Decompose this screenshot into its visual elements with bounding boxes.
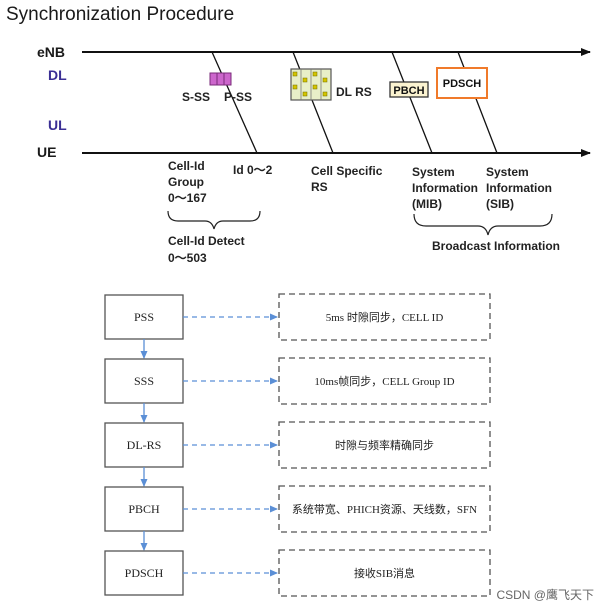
broadcast-brace	[413, 213, 553, 236]
flow-step-label-pdsch: PDSCH	[125, 566, 164, 580]
cell-id-detect-label: Cell-Id Detect 0～503	[168, 234, 248, 265]
watermark: CSDN @鹰飞天下	[496, 587, 594, 602]
pss-propagation-line	[211, 51, 258, 154]
pdsch-label: PDSCH	[443, 78, 482, 90]
flow-step-label-pss: PSS	[134, 310, 154, 324]
pss-sss-signal	[209, 72, 232, 86]
diagram-title: Synchronization Procedure	[6, 4, 234, 25]
sss-label: S-SS	[182, 90, 210, 104]
cell-specific-rs-label: Cell Specific RS	[311, 164, 386, 194]
flow-step-label-pbch: PBCH	[128, 502, 160, 516]
dl-rs-label: DL RS	[336, 85, 372, 99]
pbch-label: PBCH	[393, 85, 424, 97]
id-range-label: Id 0～2	[233, 163, 273, 177]
system-info-sib-label: System Information (SIB)	[486, 165, 555, 211]
flow-step-desc-pss: 5ms 时隙同步，CELL ID	[326, 310, 444, 324]
row-label-dl: DL	[48, 67, 67, 83]
row-label-ue: UE	[37, 144, 56, 160]
pss-label: P-SS	[224, 90, 252, 104]
flow-step-desc-box-pdsch	[278, 549, 491, 597]
pbch-propagation-line	[391, 51, 433, 154]
row-label-enb: eNB	[37, 44, 65, 60]
flow-step-label-sss: SSS	[134, 374, 154, 388]
cell-id-group-label: Cell-Id Group 0～167	[168, 159, 208, 205]
row-label-ul: UL	[48, 117, 67, 133]
system-info-mib-label: System Information (MIB)	[412, 165, 481, 211]
flow-step-desc-pbch: 系统带宽、PHICH资源、天线数，SFN	[292, 502, 477, 516]
flow-step-desc-sss: 10ms帧同步，CELL Group ID	[314, 374, 454, 388]
flow-step-desc-pdsch: 接收SIB消息	[354, 566, 415, 580]
flow-step-desc-box-sss	[278, 357, 491, 405]
pdsch-box: PDSCH	[436, 67, 488, 99]
flow-step-label-dl-rs: DL-RS	[127, 438, 162, 452]
dl-rs-grid	[290, 68, 332, 101]
cell-id-detect-brace	[167, 210, 261, 230]
broadcast-info-label: Broadcast Information	[432, 239, 560, 253]
rs-pilot-dots	[292, 71, 328, 97]
pbch-box: PBCH	[389, 81, 429, 98]
dlrs-propagation-line	[292, 51, 334, 154]
flow-step-desc-dl-rs: 时隙与频率精确同步	[335, 438, 434, 452]
flow-chart: PSS 5ms 时隙同步，CELL ID SSS 10ms帧同步，CELL Group…	[104, 293, 491, 597]
flow-step-desc-box-pbch	[278, 485, 491, 533]
flow-step-box-pdsch	[104, 550, 184, 596]
flow-step-box-pss	[104, 294, 184, 340]
flow-step-desc-box-dl-rs	[278, 421, 491, 469]
flow-step-desc-box-pss	[278, 293, 491, 341]
